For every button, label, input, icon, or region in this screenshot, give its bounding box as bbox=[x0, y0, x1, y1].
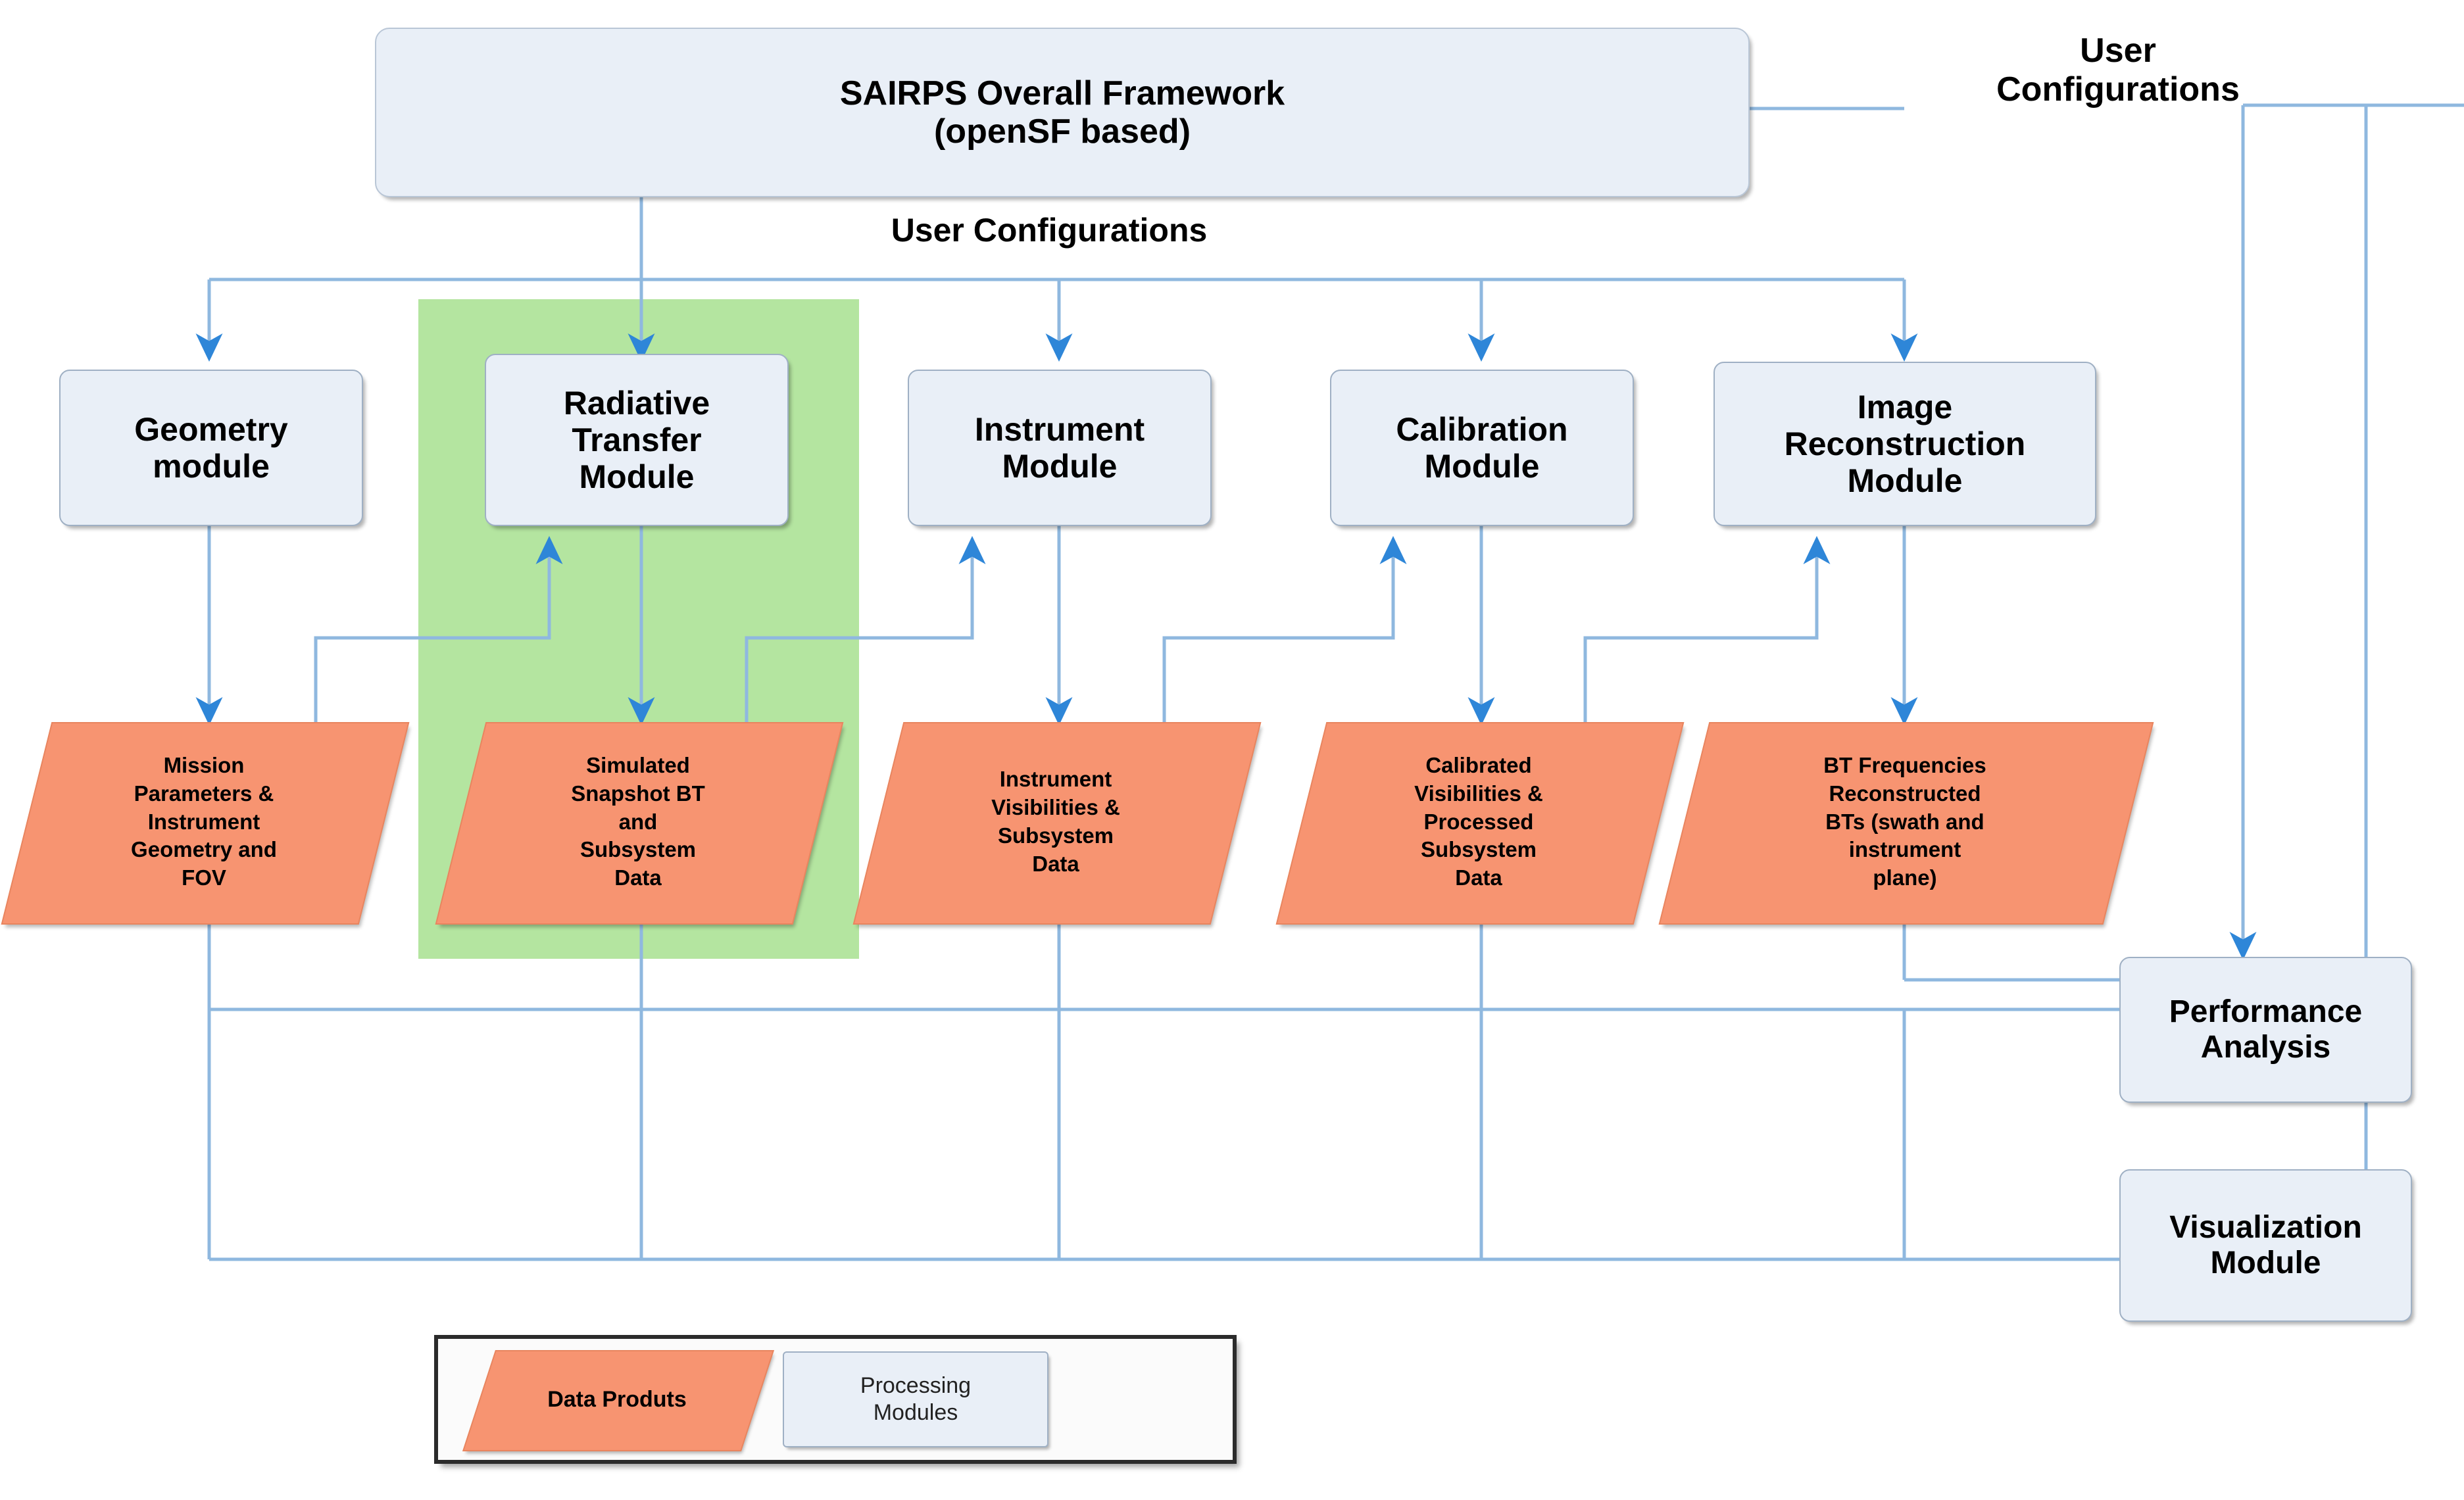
module-performance-analysis-label: Performance Analysis bbox=[2169, 994, 2363, 1065]
legend-data-products-swatch: Data Produts bbox=[462, 1350, 775, 1451]
module-visualization-label: Visualization Module bbox=[2169, 1210, 2362, 1280]
module-instrument[interactable]: Instrument Module bbox=[908, 370, 1212, 526]
module-instrument-label: Instrument Module bbox=[974, 411, 1145, 485]
data-product-instrument-visibilities[interactable]: Instrument Visibilities & Subsystem Data bbox=[852, 722, 1262, 925]
module-calibration-label: Calibration Module bbox=[1396, 411, 1568, 485]
framework-title-line2: (openSF based) bbox=[933, 112, 1191, 151]
data-product-instrument-visibilities-label: Instrument Visibilities & Subsystem Data bbox=[991, 767, 1120, 876]
module-geometry[interactable]: Geometry module bbox=[59, 370, 363, 526]
module-visualization[interactable]: Visualization Module bbox=[2119, 1169, 2412, 1322]
label-user-configurations-top: User Configurations bbox=[891, 212, 1208, 249]
module-image-reconstruction-label: Image Reconstruction Module bbox=[1784, 389, 2026, 499]
data-product-mission-parameters-label: Mission Parameters & Instrument Geometry… bbox=[131, 752, 277, 890]
legend-data-products-label: Data Produts bbox=[547, 1386, 687, 1412]
legend-processing-modules-label: Processing Modules bbox=[860, 1373, 972, 1425]
data-product-calibrated-visibilities[interactable]: Calibrated Visibilities & Processed Subs… bbox=[1275, 722, 1685, 925]
module-image-reconstruction[interactable]: Image Reconstruction Module bbox=[1713, 362, 2096, 526]
label-user-configurations-right-line2: Configurations bbox=[1996, 70, 2240, 109]
framework-title-line1: SAIRPS Overall Framework bbox=[839, 74, 1285, 112]
module-calibration[interactable]: Calibration Module bbox=[1330, 370, 1634, 526]
module-geometry-label: Geometry module bbox=[134, 411, 288, 485]
legend-processing-modules-swatch: Processing Modules bbox=[783, 1351, 1048, 1447]
data-product-mission-parameters[interactable]: Mission Parameters & Instrument Geometry… bbox=[1, 722, 410, 925]
framework-box[interactable]: SAIRPS Overall Framework (openSF based) bbox=[375, 28, 1750, 197]
legend-box: Data Produts Processing Modules bbox=[434, 1335, 1237, 1464]
module-performance-analysis[interactable]: Performance Analysis bbox=[2119, 957, 2412, 1103]
data-product-simulated-bt[interactable]: Simulated Snapshot BT and Subsystem Data bbox=[435, 722, 844, 925]
label-user-configurations-right: User Configurations bbox=[1901, 32, 2335, 110]
label-user-configurations-right-line1: User bbox=[2080, 32, 2156, 70]
module-radiative-transfer-label: Radiative Transfer Module bbox=[563, 385, 710, 495]
data-product-bt-frequencies-label: BT Frequencies Reconstructed BTs (swath … bbox=[1823, 752, 1986, 890]
module-radiative-transfer[interactable]: Radiative Transfer Module bbox=[485, 354, 789, 526]
data-product-calibrated-visibilities-label: Calibrated Visibilities & Processed Subs… bbox=[1414, 752, 1543, 890]
data-product-bt-frequencies[interactable]: BT Frequencies Reconstructed BTs (swath … bbox=[1658, 722, 2154, 925]
data-product-simulated-bt-label: Simulated Snapshot BT and Subsystem Data bbox=[571, 752, 705, 890]
